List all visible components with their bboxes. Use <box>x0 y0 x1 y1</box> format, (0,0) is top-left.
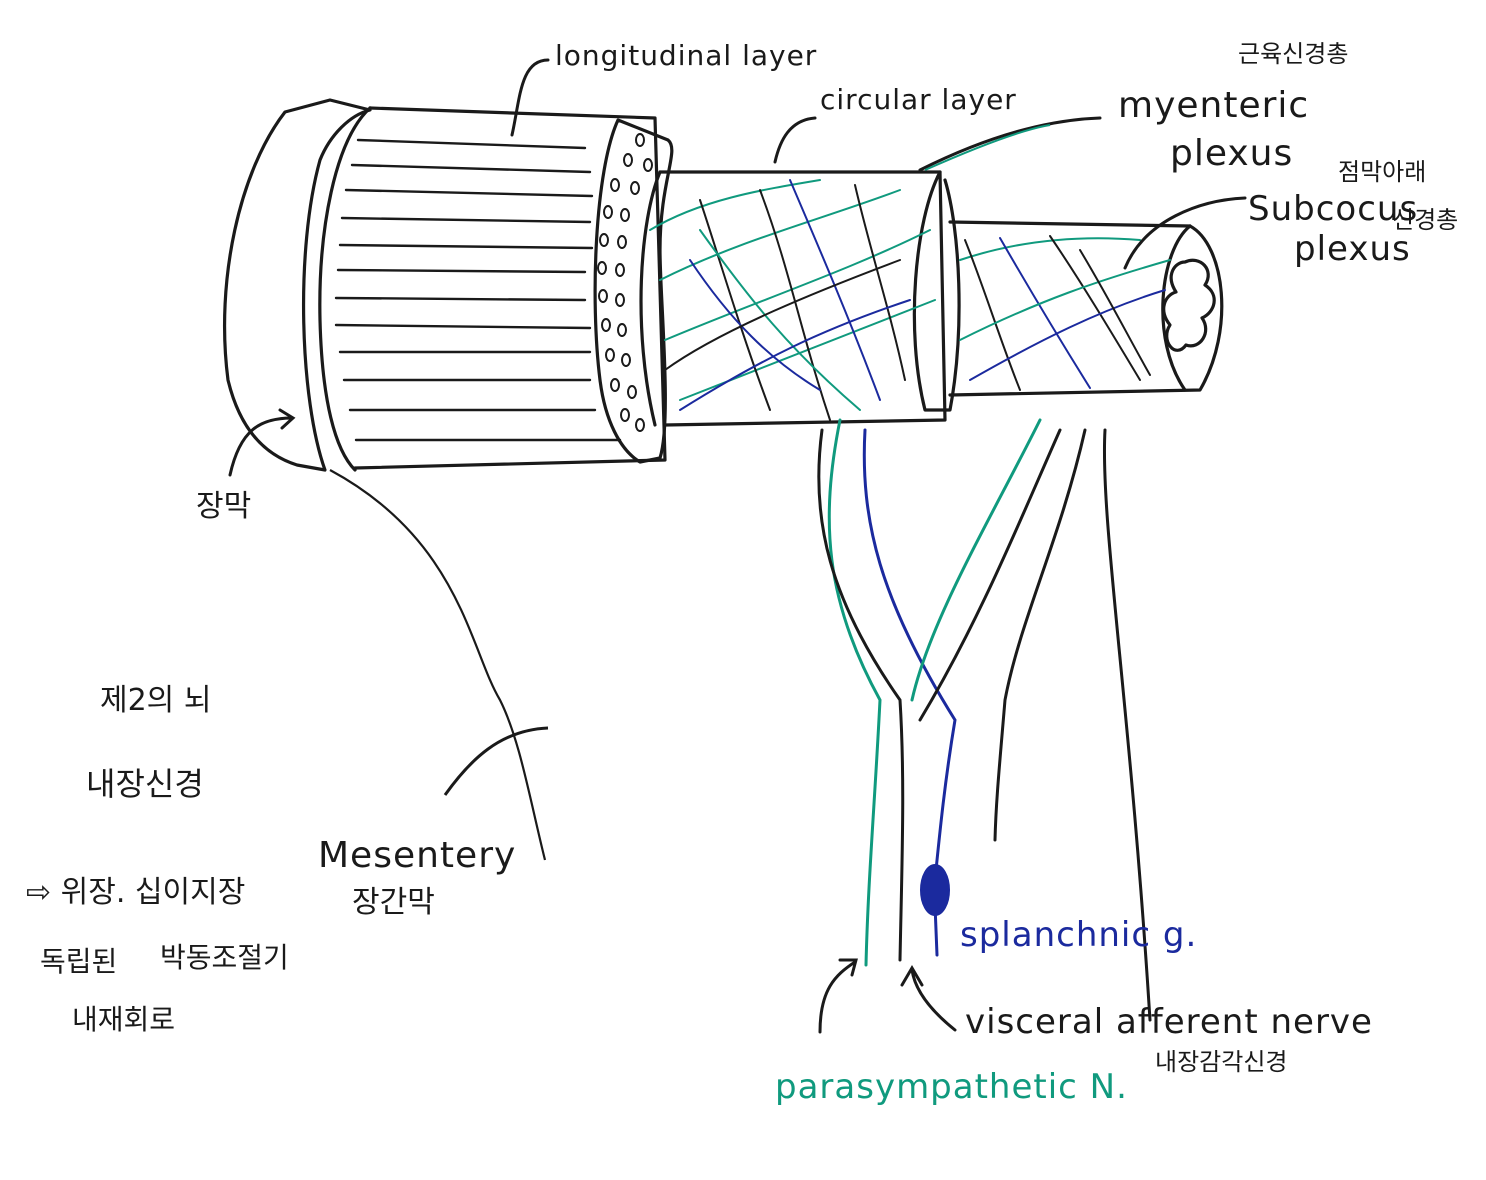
mesentery-korean-label: 장간막 <box>352 885 435 920</box>
circular-leader <box>773 116 817 164</box>
parasympathetic-nerve <box>827 418 882 967</box>
longitudinal-cylinder <box>353 106 667 470</box>
submucosal-plexus-label-line2: plexus <box>1294 229 1411 269</box>
note-intrinsic-circuit: 내재회로 <box>72 1003 176 1036</box>
serosa-band <box>222 98 372 472</box>
myenteric-plexus-fibers <box>649 179 936 421</box>
myenteric-plexus-label-line2: plexus <box>1170 133 1294 174</box>
visceral-afferent-nerve-line <box>817 428 905 962</box>
myenteric-plexus-korean-label: 근육신경총 <box>1238 40 1349 68</box>
mesentery-label: Mesentery <box>318 835 517 876</box>
splanchnic-ganglion-label: splanchnic g. <box>960 915 1198 955</box>
submucosal-plexus-label-line1: Subcocus <box>1248 189 1419 229</box>
circular-cylinder <box>658 170 947 427</box>
myenteric-plexus-label-line1: myenteric <box>1118 85 1310 126</box>
submucosal-plexus-fibers <box>959 235 1171 391</box>
splanchnic-ganglion <box>920 864 950 916</box>
serosa-korean-label: 장막 <box>196 489 252 524</box>
visceral-afferent-korean-label: 내장감각신경 <box>1155 1048 1288 1076</box>
note-independent: 독립된 <box>40 945 118 978</box>
serosa-arrow <box>228 408 296 477</box>
parasympathetic-arrow <box>818 958 858 1034</box>
visceral-afferent-label: visceral afferent nerve <box>965 1002 1373 1042</box>
note-second-brain: 제2의 뇌 <box>100 683 212 718</box>
longitudinal-cut-face <box>593 118 674 464</box>
submucosa-cylinder <box>948 220 1224 397</box>
submucosal-korean-label-1: 점막아래 <box>1338 158 1427 186</box>
muscle-fiber-holes <box>597 133 653 432</box>
mucosa-lumen <box>1162 258 1216 352</box>
visceral-arrow <box>900 965 957 1032</box>
note-pacemaker: 박동조절기 <box>160 941 289 974</box>
longitudinal-leader <box>510 58 550 137</box>
splanchnic-nerve-line <box>862 428 957 882</box>
longitudinal-lines <box>334 138 622 442</box>
parasympathetic-label: parasympathetic N. <box>775 1067 1128 1107</box>
circular-layer-label: circular layer <box>820 83 1017 116</box>
note-stomach-duodenum: ⇨ 위장. 십이지장 <box>26 875 246 910</box>
submucosal-korean-label-2: 신경총 <box>1392 206 1459 234</box>
note-enteric-nerve: 내장신경 <box>86 765 204 803</box>
submucosa-end-face <box>1161 224 1192 392</box>
longitudinal-layer-label: longitudinal layer <box>555 39 818 72</box>
mesentery-pointer <box>443 726 549 796</box>
myenteric-leader <box>918 116 1102 172</box>
leader-lines <box>228 58 1247 1034</box>
mesentery-outline <box>329 469 547 861</box>
circular-front-edge <box>639 170 662 427</box>
circular-cut-edge <box>912 170 961 412</box>
myenteric-green-leader <box>924 124 1051 171</box>
submucosal-leader <box>1123 196 1247 270</box>
serosa-front-curve <box>318 106 372 472</box>
mesentery-nerve-bundle <box>817 418 1152 1022</box>
